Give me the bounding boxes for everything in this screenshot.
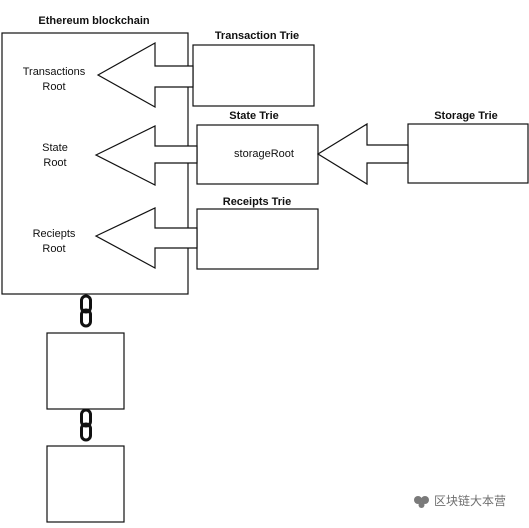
storage-trie-box xyxy=(407,123,529,184)
watermark-text: 区块链大本营 xyxy=(434,493,506,508)
watermark: 区块链大本营 xyxy=(414,493,506,508)
transaction-root-arrow xyxy=(96,41,194,109)
block-box-3 xyxy=(46,445,125,523)
receipts-root-label-line2: Root xyxy=(42,243,65,255)
watermark-logo-icon xyxy=(414,496,429,508)
storage-to-state-arrow xyxy=(316,122,409,186)
state-root-label-line1: State xyxy=(42,142,68,154)
storage-trie-title: Storage Trie xyxy=(434,110,498,122)
block-box-2 xyxy=(46,332,125,410)
state-root-arrow xyxy=(94,125,198,186)
chain-link-icon-bottom xyxy=(80,408,92,442)
state-trie-title: State Trie xyxy=(229,110,279,122)
receipts-root-arrow xyxy=(94,207,198,270)
state-root-label-line2: Root xyxy=(43,157,66,169)
receipts-root-label-line1: Reciepts xyxy=(33,228,76,240)
receipts-trie-box xyxy=(196,208,319,270)
transactions-root-label-line1: Transactions xyxy=(23,66,86,78)
transaction-trie-box xyxy=(192,44,315,107)
ethereum-blockchain-title: Ethereum blockchain xyxy=(38,15,150,27)
storage-root-field: storageRoot xyxy=(234,148,294,160)
chain-link-icon-top xyxy=(80,294,92,328)
transaction-trie-title: Transaction Trie xyxy=(215,30,299,42)
receipts-trie-title: Receipts Trie xyxy=(223,196,291,208)
transactions-root-label-line2: Root xyxy=(42,81,65,93)
